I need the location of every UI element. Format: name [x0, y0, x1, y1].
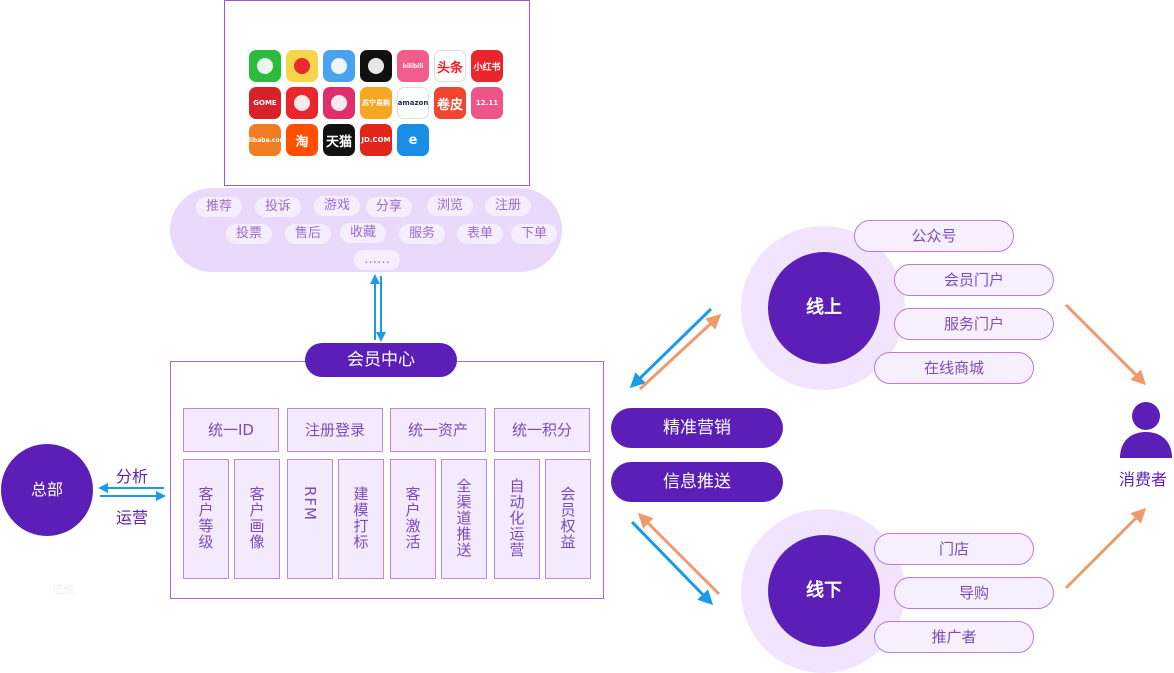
cell-modeling-tagging: 建模打标 — [338, 459, 384, 579]
channel-online-mall[interactable]: 在线商城 — [874, 352, 1034, 384]
activity-tag: 收藏 — [340, 223, 387, 243]
header-unified-id: 统一ID — [183, 408, 279, 452]
app-icon-label: JD.COM — [361, 136, 391, 144]
activity-tag: 推荐 — [196, 197, 243, 217]
online-blue-arrow — [629, 307, 713, 389]
header-unified-points: 统一积分 — [494, 408, 590, 452]
suning-icon[interactable]: 苏宁易购 — [360, 87, 392, 119]
juanpi-icon[interactable]: 卷皮 — [434, 87, 466, 119]
app-icon-label: amazon — [397, 99, 429, 107]
hq-node: 总部 — [1, 444, 93, 536]
header-register-login: 注册登录 — [287, 408, 383, 452]
pinduoduo-icon[interactable] — [323, 87, 355, 119]
mogujie-icon[interactable]: 12.11 — [471, 87, 503, 119]
activity-tag: 服务 — [399, 224, 446, 244]
app-glyph — [294, 58, 310, 74]
app-icon-label: bilibili — [402, 62, 424, 70]
douyin-icon[interactable] — [360, 50, 392, 82]
online-orange-arrow — [638, 313, 722, 391]
app-icon-label: 头条 — [436, 60, 463, 76]
wechat-icon[interactable] — [249, 50, 281, 82]
taobao-icon[interactable]: 淘 — [286, 124, 318, 156]
cell-customer-activation: 客户激活 — [390, 459, 436, 579]
header-unified-assets: 统一资产 — [390, 408, 486, 452]
activity-tag: 分享 — [366, 197, 413, 217]
app-glyph — [331, 95, 347, 111]
app-icon-label: 小红书 — [473, 62, 501, 73]
cell-customer-level: 客户等级 — [183, 459, 229, 579]
app-glyph — [331, 58, 347, 74]
activity-tag: 下单 — [511, 224, 558, 244]
bilibili-icon[interactable]: bilibili — [397, 50, 429, 82]
activity-tag: 投票 — [226, 224, 273, 244]
activity-tag: 浏览 — [427, 196, 474, 216]
qq-icon[interactable] — [323, 50, 355, 82]
offline-orange-arrow — [637, 512, 721, 596]
analysis-label: 分析 — [116, 467, 149, 486]
app-icon-label: Alibaba.com — [249, 136, 281, 144]
app-glyph — [257, 58, 273, 74]
amazon-icon[interactable]: amazon — [397, 87, 429, 119]
offline-blue-arrow — [630, 520, 714, 606]
app-glyph — [294, 95, 310, 111]
channel-store[interactable]: 门店 — [874, 533, 1034, 565]
watermark: 亿信 — [52, 583, 74, 596]
consumer-icon — [1120, 402, 1172, 458]
eleme-icon[interactable]: e — [397, 124, 429, 156]
app-icon-label: 卷皮 — [436, 97, 463, 113]
activity-tag: 投诉 — [255, 197, 302, 217]
app-icon-label: 12.11 — [475, 99, 499, 107]
cell-rfm: RFM — [287, 459, 333, 579]
app-icon-label: 天猫 — [325, 134, 352, 150]
app-glyph — [368, 58, 384, 74]
weibo-icon[interactable] — [286, 50, 318, 82]
cell-member-benefits: 会员权益 — [545, 459, 591, 579]
activity-more: …… — [354, 250, 400, 270]
channel-member-portal[interactable]: 会员门户 — [894, 264, 1054, 296]
app-icon-label: 苏宁易购 — [362, 99, 390, 107]
channel-promoter[interactable]: 推广者 — [874, 621, 1034, 653]
jd-icon[interactable]: JD.COM — [360, 124, 392, 156]
channel-shopping-guide[interactable]: 导购 — [894, 577, 1054, 609]
offline-node: 线下 — [768, 535, 880, 647]
alibaba-icon[interactable]: Alibaba.com — [249, 124, 281, 156]
cell-automated-operation: 自动化运营 — [494, 459, 540, 579]
app-icon-label: e — [408, 132, 418, 148]
app-icon-label: GOME — [253, 99, 277, 107]
activity-tag: 售后 — [285, 224, 332, 244]
member-center-frame: 统一ID 注册登录 统一资产 统一积分 客户等级 客户画像 RFM 建模打标 客… — [170, 361, 604, 599]
channel-official-account[interactable]: 公众号 — [854, 220, 1014, 252]
toutiao-icon[interactable]: 头条 — [434, 50, 466, 82]
channel-service-portal[interactable]: 服务门户 — [894, 308, 1054, 340]
kaola-icon[interactable] — [286, 87, 318, 119]
activity-tag: 表单 — [457, 224, 504, 244]
xiaohongshu-icon[interactable]: 小红书 — [471, 50, 503, 82]
member-center-title: 会员中心 — [305, 343, 457, 377]
gome-icon[interactable]: GOME — [249, 87, 281, 119]
activity-tag: 游戏 — [314, 196, 361, 216]
offline-to-consumer-arrow — [1064, 507, 1147, 590]
online-to-consumer-arrow — [1064, 303, 1147, 386]
activity-cloud: 推荐 投诉 游戏 分享 浏览 注册 投票 售后 收藏 服务 表单 下单 …… — [170, 188, 562, 272]
operation-label: 运营 — [116, 508, 149, 527]
activity-tag: 注册 — [485, 196, 532, 216]
app-icon-label: 淘 — [295, 134, 309, 150]
cell-customer-profile: 客户画像 — [234, 459, 280, 579]
tmall-icon[interactable]: 天猫 — [323, 124, 355, 156]
precision-marketing-button[interactable]: 精准营销 — [611, 408, 783, 448]
info-push-button[interactable]: 信息推送 — [611, 462, 783, 502]
online-node: 线上 — [768, 252, 880, 364]
cell-omnichannel-push: 全渠道推送 — [441, 459, 487, 579]
consumer-label: 消费者 — [1119, 470, 1168, 489]
